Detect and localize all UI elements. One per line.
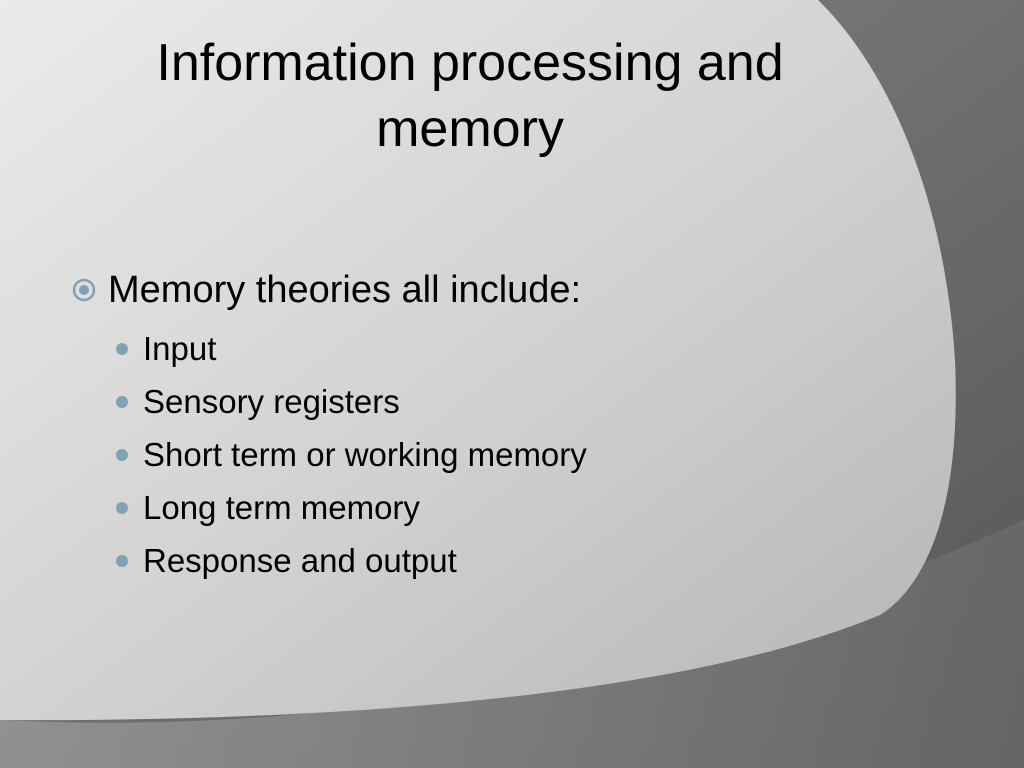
circled-dot-bullet-icon bbox=[72, 278, 96, 302]
sub-bullet-response-output: Response and output bbox=[66, 534, 886, 587]
dot-bullet-icon bbox=[116, 555, 128, 567]
sub-bullet-text: Sensory registers bbox=[143, 383, 400, 420]
dot-bullet-icon bbox=[116, 449, 128, 461]
sub-bullet-short-term-memory: Short term or working memory bbox=[66, 428, 886, 481]
lower-sheen-shape bbox=[0, 520, 1024, 768]
sub-bullet-text: Response and output bbox=[143, 542, 457, 579]
slide-content: Memory theories all include: Input Senso… bbox=[66, 262, 886, 587]
dot-bullet-icon bbox=[116, 343, 128, 355]
sub-bullet-list: Input Sensory registers Short term or wo… bbox=[66, 322, 886, 587]
bullet-level1: Memory theories all include: bbox=[66, 262, 886, 318]
slide-title: Information processing and memory bbox=[156, 34, 784, 158]
dot-bullet-icon bbox=[116, 502, 128, 514]
sub-bullet-text: Short term or working memory bbox=[143, 436, 587, 473]
bullet-level1-text: Memory theories all include: bbox=[108, 269, 582, 311]
sub-bullet-text: Input bbox=[143, 330, 217, 367]
sub-bullet-text: Long term memory bbox=[143, 489, 420, 526]
sub-bullet-input: Input bbox=[66, 322, 886, 375]
sub-bullet-long-term-memory: Long term memory bbox=[66, 481, 886, 534]
light-content-panel bbox=[0, 0, 956, 721]
dot-bullet-icon bbox=[116, 396, 128, 408]
sub-bullet-sensory-registers: Sensory registers bbox=[66, 375, 886, 428]
